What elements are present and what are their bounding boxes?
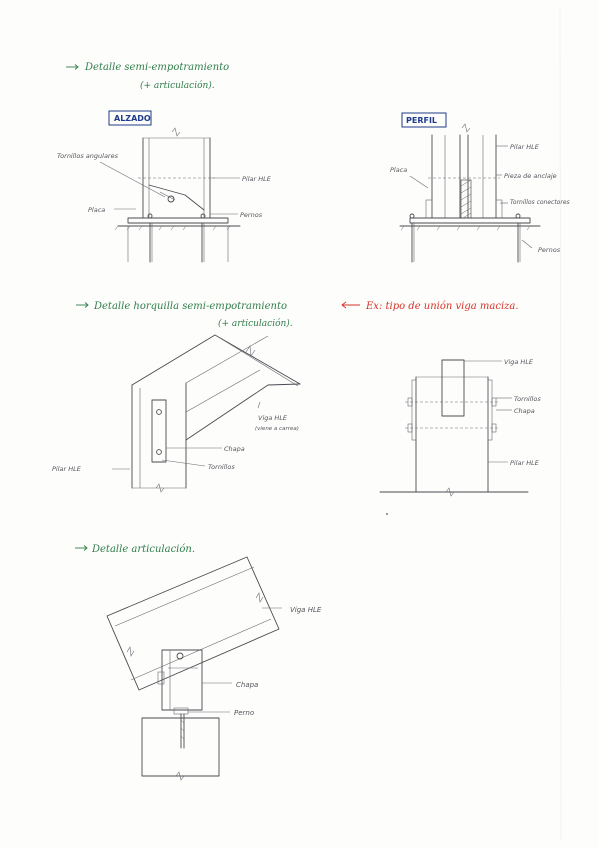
- alzado-label: ALZADO: [114, 114, 151, 123]
- articulacion-chapa-label: Chapa: [236, 681, 258, 689]
- arrow-icon: [75, 545, 88, 551]
- left-viga-label: Viga HLE: [258, 414, 288, 422]
- perfil-label-box: [401, 112, 447, 128]
- articulacion-viga-label: Viga HLE: [290, 606, 322, 614]
- section-horquilla: Detalle horquilla semi-empotramiento (+ …: [52, 301, 541, 515]
- alzado-drawing: ALZADO: [57, 110, 272, 263]
- articulacion-drawing: Viga HLE Chapa Perno: [106, 556, 322, 781]
- section1-subheading: (+ articulación).: [140, 80, 215, 91]
- alzado-pernos-label: Pernos: [240, 211, 263, 219]
- perfil-tornillos-label: Tornillos conectores: [510, 199, 570, 206]
- section3-heading: Detalle articulación.: [91, 544, 195, 555]
- arrow-icon: [76, 302, 89, 308]
- left-tornillos-label: Tornillos: [208, 463, 235, 471]
- right-pilar-label: Pilar HLE: [510, 459, 540, 467]
- right-chapa-label: Chapa: [514, 407, 535, 415]
- section-semi-empotramiento: Detalle semi-empotramiento (+ articulaci…: [57, 62, 570, 263]
- section2-example: Ex: tipo de unión viga maciza.: [365, 301, 519, 312]
- horquilla-iso-drawing: Viga HLE (viene a carrea) Chapa Tornillo…: [52, 334, 301, 493]
- arrow-icon: [66, 64, 79, 70]
- scan-fold-line: [559, 7, 562, 841]
- section2-subheading: (+ articulación).: [218, 318, 293, 329]
- left-pilar-label: Pilar HLE: [52, 465, 82, 473]
- left-viga-note: (viene a carrea): [255, 426, 299, 432]
- section1-heading: Detalle semi-empotramiento: [84, 62, 229, 73]
- perfil-pieza-label: Pieza de anclaje: [504, 172, 557, 180]
- left-chapa-label: Chapa: [224, 445, 245, 453]
- right-tornillos-label: Tornillos: [514, 395, 541, 403]
- right-viga-label: Viga HLE: [504, 358, 534, 366]
- alzado-placa-label: Placa: [88, 206, 105, 214]
- perfil-drawing: PERFIL: [390, 112, 570, 263]
- perfil-placa-label: Placa: [390, 166, 407, 174]
- section2-heading: Detalle horquilla semi-empotramiento: [93, 301, 287, 312]
- alzado-label-box: [108, 110, 152, 126]
- section-articulacion: Detalle articulación. Viga HLE: [75, 544, 322, 781]
- horquilla-elevation-drawing: Viga HLE Tornillos Chapa Pilar HLE: [379, 358, 541, 515]
- alzado-pilar-label: Pilar HLE: [242, 175, 272, 183]
- arrow-left-icon: [341, 301, 360, 309]
- perfil-label: PERFIL: [406, 116, 437, 125]
- alzado-tornillos-label: Tornillos angulares: [57, 152, 119, 160]
- perfil-pilar-label: Pilar HLE: [510, 143, 540, 151]
- perfil-pernos-label: Pernos: [538, 246, 561, 254]
- articulacion-perno-label: Perno: [234, 709, 254, 717]
